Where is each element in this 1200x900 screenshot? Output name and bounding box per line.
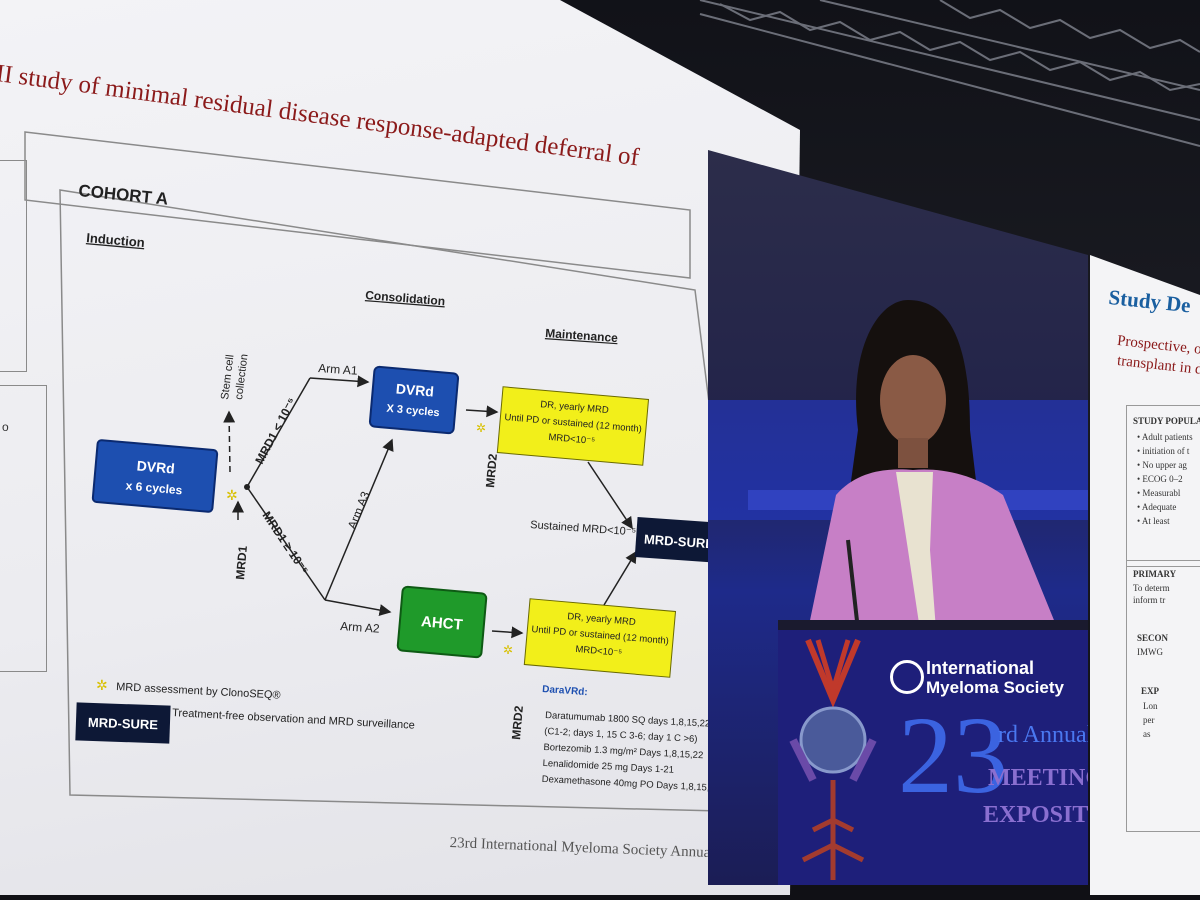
cohort-label: COHORT A bbox=[78, 181, 169, 209]
banner-org-line2: Myeloma Society bbox=[926, 678, 1064, 697]
left-partial-text: o bbox=[2, 420, 9, 434]
thistle-emblem bbox=[789, 638, 877, 880]
exp-line: as bbox=[1143, 729, 1151, 739]
left-panel-fragment-2 bbox=[0, 385, 47, 672]
ahct-label: AHCT bbox=[420, 613, 463, 634]
primary-heading: PRIMARY bbox=[1133, 569, 1177, 579]
study-pop-bullet: • initiation of t bbox=[1137, 446, 1190, 456]
mrd1-label: MRD1 bbox=[233, 545, 250, 580]
legend-mrd-sure: MRD-SURE bbox=[75, 702, 171, 744]
dvrd-3-box: DVRd X 3 cycles bbox=[368, 365, 460, 435]
banner-suffix: rd Annual bbox=[998, 722, 1088, 748]
mrd1-lt-label: MRD1 < 10⁻⁵ bbox=[252, 395, 299, 466]
mrd-sure-box: MRD-SURE bbox=[634, 517, 724, 563]
primary-text-2: inform tr bbox=[1133, 595, 1166, 605]
maintenance-bottom-box: DR, yearly MRD Until PD or sustained (12… bbox=[523, 598, 677, 678]
left-panel-fragment bbox=[0, 160, 27, 372]
arm-a1-label: Arm A1 bbox=[318, 361, 359, 378]
ahct-box: AHCT bbox=[396, 585, 488, 659]
stem-cell-arrow bbox=[223, 410, 236, 473]
induction-label: Induction bbox=[86, 230, 146, 250]
sustained-label: Sustained MRD<10⁻⁵ bbox=[530, 519, 637, 538]
branch-down bbox=[246, 486, 326, 601]
branch-up bbox=[246, 377, 311, 488]
presentation-slide: ase II study of minimal residual disease… bbox=[0, 0, 800, 895]
study-pop-heading: STUDY POPULATI bbox=[1133, 416, 1200, 426]
legend-mrd-sure-label: MRD-SURE bbox=[88, 715, 159, 732]
right-slide: Study De Prospective, op transplant in d… bbox=[1090, 255, 1200, 895]
exp-line: per bbox=[1143, 715, 1155, 725]
maintenance-label: Maintenance bbox=[545, 326, 619, 345]
speaker-face bbox=[880, 355, 946, 445]
primary-text-1: To determ bbox=[1133, 583, 1170, 593]
title-frame bbox=[24, 131, 691, 279]
study-pop-bullet: • Adequate bbox=[1137, 502, 1177, 512]
mrd1-star: ✲ bbox=[226, 487, 238, 503]
mrd1-ge-label: MRD1 ≥ 10⁻⁵ bbox=[260, 509, 312, 577]
stem-cell-label-2: collection bbox=[233, 353, 250, 400]
study-pop-bullet: • At least bbox=[1137, 516, 1170, 526]
microphone bbox=[846, 539, 860, 631]
speaker-video-feed: International Myeloma Society 23 rd Annu… bbox=[708, 150, 1088, 885]
legend-star-icon: ✲ bbox=[96, 677, 108, 693]
study-pop-bullet: • No upper ag bbox=[1137, 460, 1187, 470]
legend-star-text: MRD assessment by ClonoSEQ® bbox=[116, 681, 281, 702]
arm-a3-label: Arm A3 bbox=[345, 489, 373, 531]
speaker-scarf bbox=[896, 472, 936, 630]
ims-logo-icon bbox=[890, 660, 924, 694]
arm-a2-label: Arm A2 bbox=[340, 619, 381, 636]
stem-cell-label-1: Stem cell bbox=[219, 354, 236, 400]
dvrd-6-box: DVRd x 6 cycles bbox=[91, 439, 219, 513]
mrd2-star-top: ✲ bbox=[476, 421, 486, 435]
legend-sure-text: Treatment-free observation and MRD surve… bbox=[172, 707, 415, 732]
maintenance-top-box: DR, yearly MRD Until PD or sustained (12… bbox=[496, 386, 650, 466]
dvrd-3-line1: DVRd bbox=[395, 380, 434, 399]
study-pop-bullet: • Adult patients bbox=[1137, 432, 1193, 442]
lighting-truss bbox=[699, 0, 1200, 147]
maint-top-3: MRD<10⁻⁵ bbox=[548, 432, 596, 447]
daravrd-line: Dexamethasone 40mg PO Days 1,8,15,22 bbox=[541, 774, 720, 794]
speaker-jacket bbox=[808, 469, 1058, 630]
daravrd-regimen: Daratumumab 1800 SQ days 1,8,15,22(C1-2;… bbox=[541, 710, 720, 794]
exp-heading: EXP bbox=[1141, 686, 1159, 696]
maint-bot-3: MRD<10⁻⁵ bbox=[575, 644, 623, 659]
study-pop-bullet: • Measurabl bbox=[1137, 488, 1181, 498]
dvrd-6-line1: DVRd bbox=[136, 457, 175, 476]
dvrd-6-line2: x 6 cycles bbox=[125, 479, 183, 498]
mrd-sure-label: MRD-SURE bbox=[643, 532, 714, 552]
study-design-diagram: COHORT A Induction Consolidation Mainten… bbox=[24, 131, 761, 813]
secondary-heading: SECON bbox=[1137, 633, 1169, 643]
right-slide-title: Study De bbox=[1107, 285, 1192, 318]
conference-banner: International Myeloma Society 23 rd Annu… bbox=[778, 630, 1088, 885]
dvrd-3-line2: X 3 cycles bbox=[386, 403, 440, 420]
daravrd-line: (C1-2; days 1, 15 C 3-6; day 1 C >6) bbox=[544, 726, 698, 745]
endpoints-box: PRIMARY To determ inform tr SECON IMWG E… bbox=[1126, 560, 1200, 832]
study-population-box: STUDY POPULATI • Adult patients • initiat… bbox=[1126, 405, 1200, 567]
exp-line: Lon bbox=[1143, 701, 1158, 711]
mrd2-label-top: MRD2 bbox=[483, 453, 500, 488]
banner-org-line1: International bbox=[926, 658, 1035, 678]
mrd2-label-bottom: MRD2 bbox=[509, 705, 526, 740]
daravrd-title: DaraVRd: bbox=[542, 684, 588, 698]
banner-line2: MEETING & bbox=[988, 765, 1088, 791]
secondary-text: IMWG bbox=[1137, 647, 1163, 657]
daravrd-line: Lenalidomide 25 mg Days 1-21 bbox=[542, 758, 674, 776]
banner-line3: EXPOSITIO bbox=[983, 802, 1088, 828]
study-pop-bullet: • ECOG 0–2 bbox=[1137, 474, 1183, 484]
mrd2-star-bottom: ✲ bbox=[503, 643, 513, 657]
consolidation-label: Consolidation bbox=[365, 288, 446, 308]
banner-number: 23 bbox=[898, 694, 1008, 816]
